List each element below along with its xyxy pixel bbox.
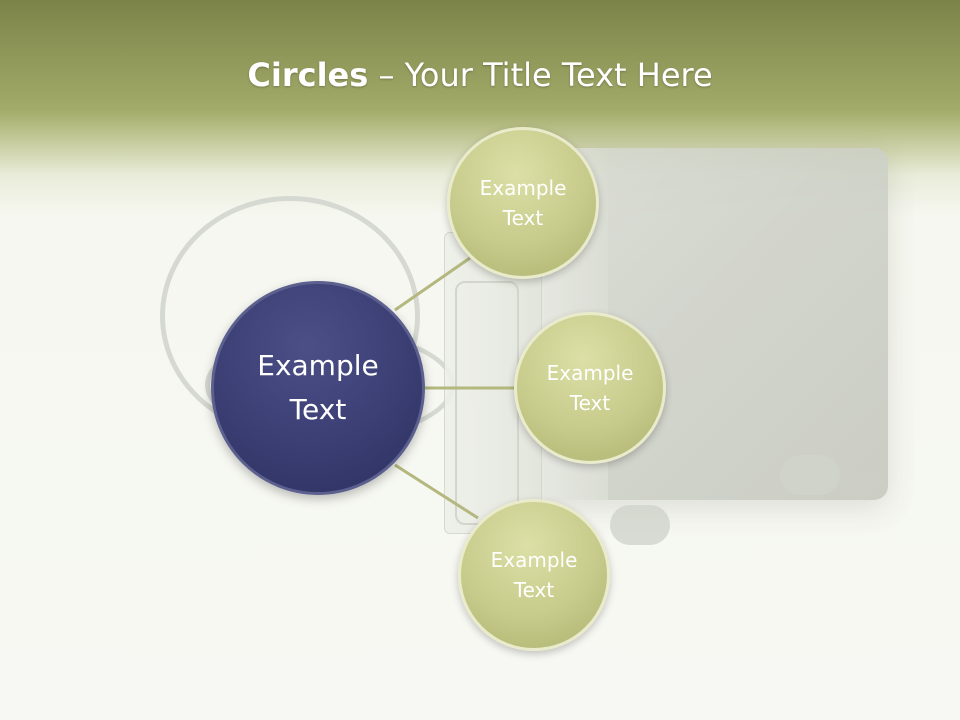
node-circle-label: Example Text xyxy=(490,548,578,602)
center-circle-label: Example Text xyxy=(257,349,379,426)
node-circle-label: Example Text xyxy=(546,361,634,415)
node-circle-label: Example Text xyxy=(479,176,567,230)
connector-line xyxy=(394,463,479,520)
device-foot xyxy=(610,505,670,545)
center-circle[interactable]: Example Text xyxy=(211,281,425,495)
device-foot xyxy=(780,455,840,495)
slide-title: Circles – Your Title Text Here xyxy=(0,52,960,98)
connector-line xyxy=(394,256,471,312)
title-rest: – Your Title Text Here xyxy=(368,56,713,94)
node-circle-top[interactable]: Example Text xyxy=(447,127,599,279)
node-circle-bottom[interactable]: Example Text xyxy=(458,499,610,651)
node-circle-middle[interactable]: Example Text xyxy=(514,312,666,464)
title-bold: Circles xyxy=(247,56,369,94)
